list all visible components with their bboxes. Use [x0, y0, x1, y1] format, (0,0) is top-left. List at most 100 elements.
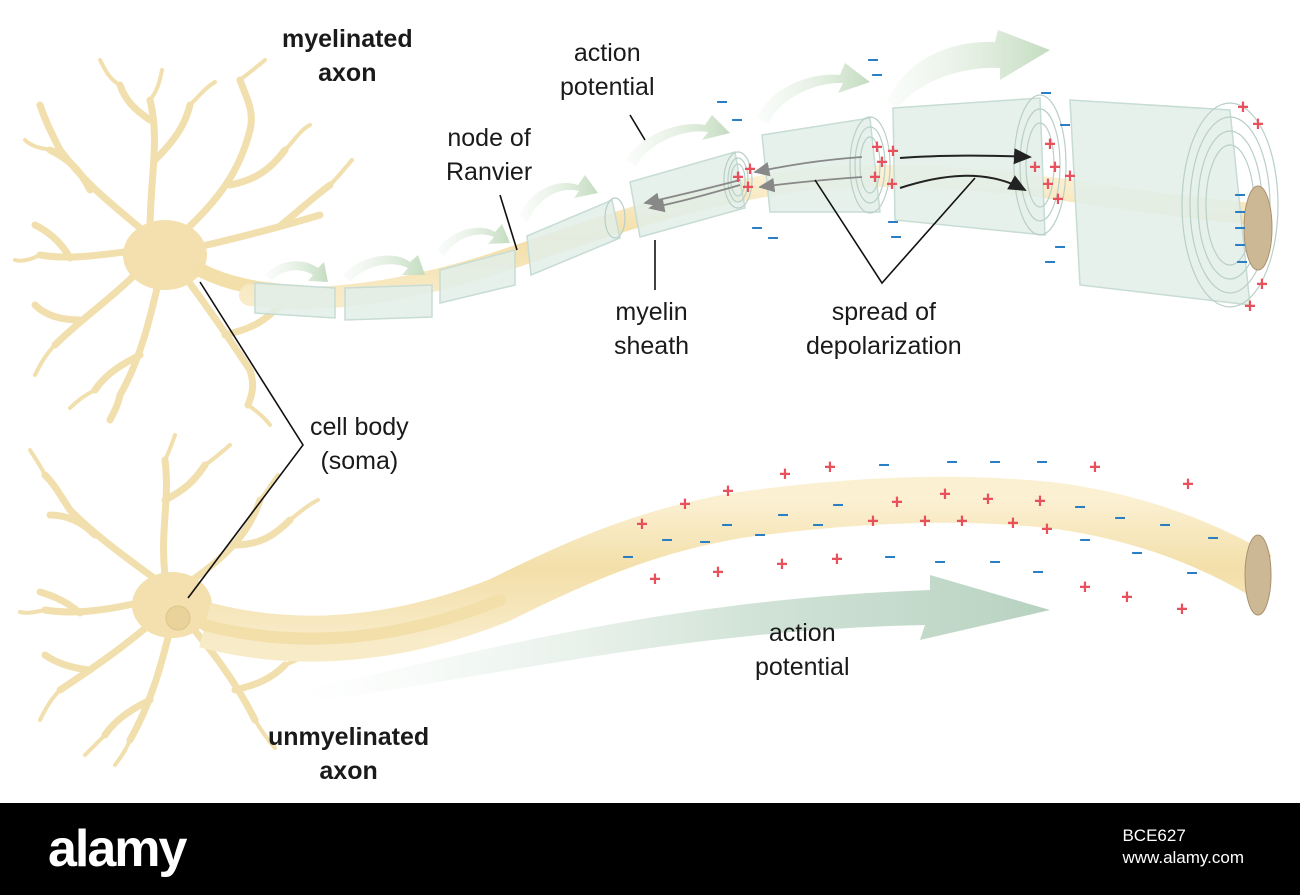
- watermark-site: www.alamy.com: [1122, 848, 1244, 867]
- positive-charge: +: [1064, 165, 1076, 187]
- positive-charge: +: [722, 480, 734, 502]
- negative-charge: –: [871, 63, 882, 85]
- positive-charge: +: [956, 510, 968, 532]
- negative-charge: –: [1207, 526, 1218, 548]
- myelin-segment-2: [344, 284, 433, 321]
- leader-lines: [187, 114, 976, 599]
- watermark-logo: alamy: [48, 820, 187, 878]
- bottom-cell-body: [132, 572, 212, 638]
- positive-charge: +: [871, 136, 883, 158]
- positive-charge: +: [1079, 576, 1091, 598]
- negative-charge: –: [946, 450, 957, 472]
- neuron-conduction-illustration: ++++++++++++++++++++++++++++++++++++++++…: [13, 30, 1279, 767]
- watermark-bar: alamy BCE627 www.alamy.com: [0, 803, 1300, 895]
- negative-charge: –: [661, 528, 672, 550]
- negative-charge: –: [1234, 233, 1245, 255]
- positive-charge: +: [1041, 518, 1053, 540]
- positive-charge: +: [886, 173, 898, 195]
- negative-charge: –: [721, 513, 732, 535]
- negative-charge: –: [832, 493, 843, 515]
- negative-charge: –: [1036, 450, 1047, 472]
- myelin-segment-3: [439, 249, 516, 304]
- myelin-segment-8: [1069, 99, 1251, 306]
- myelin-segment-5: [629, 151, 746, 238]
- myelin-segment-7: [892, 97, 1046, 236]
- positive-charge: +: [869, 166, 881, 188]
- positive-charge: +: [742, 176, 754, 198]
- myelin-rings: [604, 94, 1279, 308]
- positive-charge: +: [649, 568, 661, 590]
- action-potential-arrow-bottom: [300, 575, 1050, 700]
- unmyelinated-axon-cut-end: [1244, 534, 1272, 616]
- positive-charge: +: [824, 456, 836, 478]
- leader-cell-body: [187, 281, 304, 599]
- positive-charge: +: [1089, 456, 1101, 478]
- negative-charge: –: [1074, 495, 1085, 517]
- negative-charge: –: [878, 453, 889, 475]
- negative-charge: –: [1234, 200, 1245, 222]
- negative-charge: –: [867, 48, 878, 70]
- positive-charge: +: [867, 510, 879, 532]
- myelin-segments: [254, 97, 1251, 321]
- positive-charge: +: [1052, 188, 1064, 210]
- positive-charge: +: [1042, 173, 1054, 195]
- negative-charge: –: [989, 450, 1000, 472]
- positive-charge: +: [732, 166, 744, 188]
- negative-charge: –: [1040, 81, 1051, 103]
- negative-charge: –: [934, 550, 945, 572]
- leader-spread-of-depolarization: [814, 177, 976, 285]
- negative-charge: –: [1079, 528, 1090, 550]
- positive-charge: +: [1256, 273, 1268, 295]
- watermark-credit: BCE627 www.alamy.com: [1122, 825, 1244, 869]
- negative-charge: –: [1114, 506, 1125, 528]
- negative-charge: –: [1059, 113, 1070, 135]
- bottom-nucleus: [165, 605, 191, 631]
- myelin-segment-4: [526, 198, 621, 277]
- positive-charge: +: [776, 553, 788, 575]
- negative-charge: –: [622, 545, 633, 567]
- negative-charge: –: [1044, 250, 1055, 272]
- positive-charge: +: [919, 510, 931, 532]
- negative-charge: –: [1131, 541, 1142, 563]
- negative-charge: –: [1032, 560, 1043, 582]
- positive-charge: +: [1007, 512, 1019, 534]
- membrane-charges: ++++++++++++++++++++++++++++++++++++++++…: [622, 48, 1267, 620]
- negative-charge: –: [887, 210, 898, 232]
- negative-charge: –: [890, 225, 901, 247]
- positive-charge: +: [1044, 133, 1056, 155]
- label-cell-body: cell body(soma): [310, 413, 409, 475]
- positive-charge: +: [679, 493, 691, 515]
- negative-charge: –: [716, 90, 727, 112]
- negative-charge: –: [767, 226, 778, 248]
- negative-charge: –: [777, 503, 788, 525]
- negative-charge: –: [884, 545, 895, 567]
- positive-charge: +: [1244, 295, 1256, 317]
- positive-charge: +: [876, 151, 888, 173]
- bottom-neuron: [18, 433, 320, 767]
- negative-charge: –: [1234, 183, 1245, 205]
- saltatory-conduction-arrows: [265, 30, 1050, 282]
- myelinated-axon-cut-end: [1243, 185, 1273, 271]
- positive-charge: +: [1252, 113, 1264, 135]
- positive-charge: +: [744, 158, 756, 180]
- negative-charge: –: [751, 216, 762, 238]
- positive-charge: +: [891, 491, 903, 513]
- watermark-image-id: BCE627: [1122, 826, 1186, 845]
- positive-charge: +: [1237, 96, 1249, 118]
- myelin-segment-1: [254, 282, 336, 319]
- negative-charge: –: [754, 523, 765, 545]
- positive-charge: +: [1121, 586, 1133, 608]
- positive-charge: +: [779, 463, 791, 485]
- positive-charge: +: [712, 561, 724, 583]
- negative-charge: –: [989, 550, 1000, 572]
- top-cell-body: [123, 220, 207, 290]
- negative-charge: –: [1186, 561, 1197, 583]
- negative-charge: –: [1236, 250, 1247, 272]
